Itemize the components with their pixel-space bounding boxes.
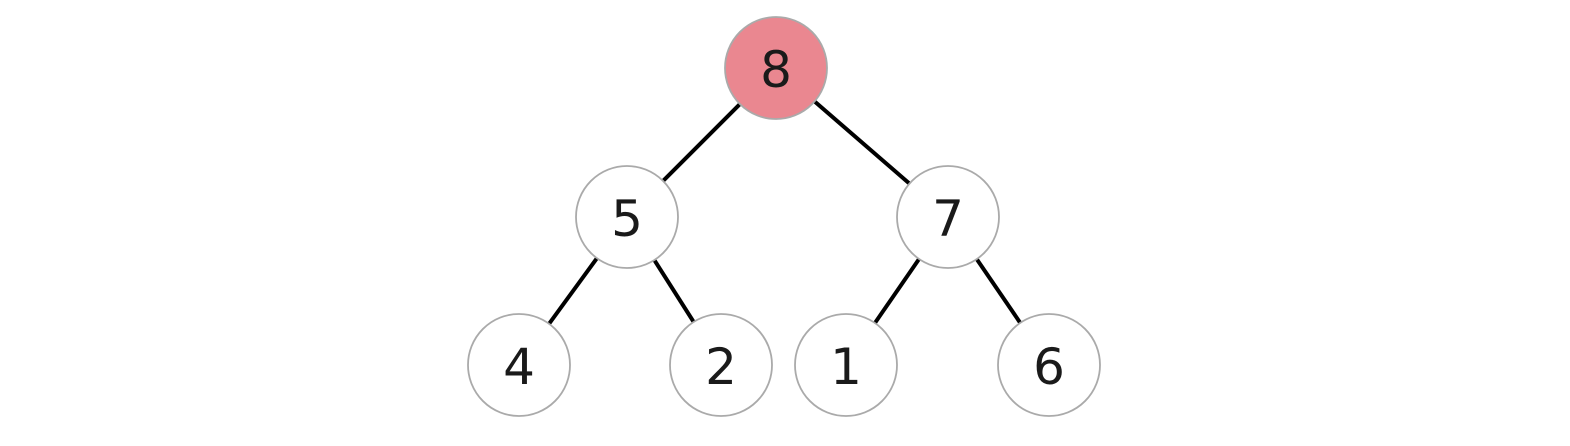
tree-node-2 [669,313,773,417]
tree-node-label-2: 2 [705,338,737,396]
tree-node-6 [997,313,1101,417]
tree-node-label-7: 7 [932,190,964,248]
tree-node-8-highlighted [724,16,828,120]
tree-node-label-8: 8 [760,41,792,99]
tree-node-7 [896,165,1000,269]
tree-node-label-4: 4 [503,338,535,396]
tree-node-1 [794,313,898,417]
tree-node-label-5: 5 [611,190,643,248]
tree-node-label-1: 1 [830,338,862,396]
tree-node-5 [575,165,679,269]
tree-node-4 [467,313,571,417]
tree-node-label-6: 6 [1033,338,1065,396]
